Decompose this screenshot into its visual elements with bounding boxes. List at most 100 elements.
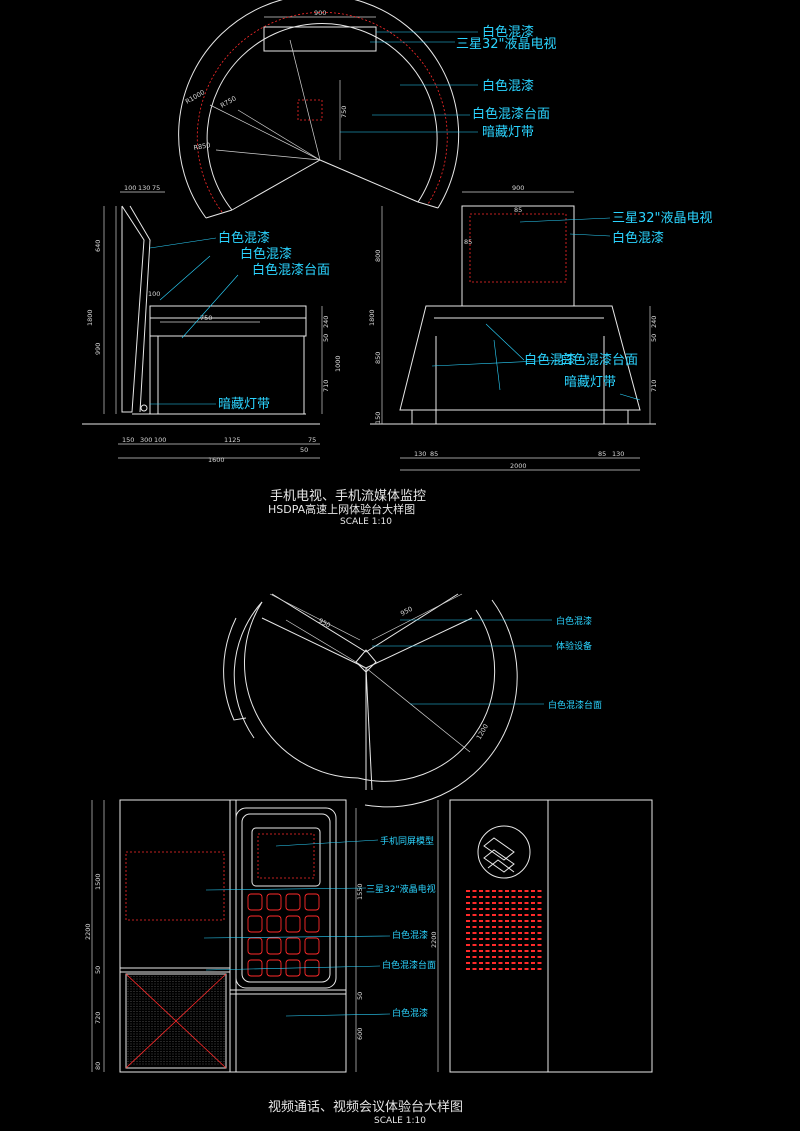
vent-dot: [531, 932, 535, 934]
vent-dot: [518, 902, 522, 904]
vent-dot: [466, 908, 470, 910]
vent-dot: [537, 956, 542, 958]
label-white-paint-1: 白色混漆: [482, 24, 534, 40]
vent-dot: [498, 896, 503, 898]
dim-100-mid: 100: [148, 290, 160, 298]
vent-dot: [498, 914, 503, 916]
vent-dot: [466, 950, 470, 952]
vent-dot: [524, 962, 529, 964]
dim-2200-right: 2200: [430, 931, 438, 948]
vent-dot: [498, 950, 503, 952]
vent-dot: [485, 956, 490, 958]
vent-dot: [537, 950, 542, 952]
vent-dot: [505, 938, 509, 940]
keypad-key: [266, 915, 282, 933]
vent-dot: [531, 956, 535, 958]
vent-dot: [518, 962, 522, 964]
keypad-key: [285, 893, 301, 911]
vent-dot: [511, 962, 516, 964]
vent-dot: [479, 962, 483, 964]
vent-dot: [472, 914, 477, 916]
vent-dot: [492, 896, 496, 898]
vent-dot: [518, 932, 522, 934]
counter-front: [399, 305, 641, 411]
vent-dot: [505, 950, 509, 952]
vent-dot: [537, 896, 542, 898]
vent-dot: [531, 890, 535, 892]
vent-dot: [485, 944, 490, 946]
vent-dot: [511, 932, 516, 934]
vent-dot: [466, 938, 470, 940]
vent-dot: [531, 962, 535, 964]
vent-dot: [505, 956, 509, 958]
vent-dot: [485, 950, 490, 952]
label-phone-model: 手机同屏模型: [380, 835, 434, 847]
vent-dot: [498, 938, 503, 940]
dim-r850: R850: [193, 141, 211, 152]
vent-dot: [531, 908, 535, 910]
vent-dot: [537, 944, 542, 946]
label-light-strip-1: 暗藏灯带: [482, 125, 534, 140]
vent-dot: [492, 968, 496, 970]
dim-85-tv-left: 85: [464, 238, 472, 246]
scale-bottom: SCALE 1:10: [374, 1116, 426, 1126]
vent-dot: [505, 914, 509, 916]
dim-130-right: 130: [612, 450, 624, 458]
vent-dot: [498, 926, 503, 928]
vent-dot: [505, 908, 509, 910]
vent-dot: [524, 932, 529, 934]
label-tv-b: 三星32"液晶电视: [366, 883, 436, 895]
side-panel: [449, 799, 653, 1073]
dim-300: 300: [140, 436, 152, 444]
keypad-key: [266, 959, 282, 977]
scale-top: SCALE 1:10: [340, 517, 392, 527]
vent-dot: [479, 902, 483, 904]
title-top-1: 手机电视、手机流媒体监控: [270, 489, 426, 504]
vent-dot: [511, 926, 516, 928]
vent-dot: [466, 890, 470, 892]
vent-dot: [466, 926, 470, 928]
hatch-panel: [127, 976, 225, 1066]
vent-dot: [492, 962, 496, 964]
vent-dot: [537, 938, 542, 940]
vent-dot: [466, 914, 470, 916]
dim-80: 80: [94, 1062, 102, 1070]
vent-dot: [524, 944, 529, 946]
vent-dot: [505, 962, 509, 964]
vent-dot: [524, 890, 529, 892]
vent-dot: [498, 902, 503, 904]
vent-dot: [537, 932, 542, 934]
vent-dot: [492, 956, 496, 958]
vent-dot: [505, 896, 509, 898]
vent-dot: [472, 938, 477, 940]
vent-dot: [524, 914, 529, 916]
vent-dot: [479, 926, 483, 928]
phone-model: [235, 807, 337, 989]
dim-85-left: 85: [430, 450, 438, 458]
vent-dot: [492, 932, 496, 934]
vent-dot: [505, 944, 509, 946]
fan-outer-arc: [178, 0, 460, 219]
keypad-key: [304, 937, 320, 955]
keypad-key: [304, 893, 320, 911]
vent-dot: [479, 938, 483, 940]
vent-dot: [485, 920, 490, 922]
keypad-key: [266, 893, 282, 911]
dim-85-tv: 85: [514, 206, 522, 214]
vent-dot: [498, 962, 503, 964]
vent-dot: [492, 920, 496, 922]
dim-75-bottom: 75: [308, 436, 316, 444]
vent-dot: [531, 944, 535, 946]
vent-dot: [485, 902, 490, 904]
cabinet-front: [119, 799, 347, 1073]
vent-dot: [492, 902, 496, 904]
vent-dot: [537, 920, 542, 922]
vent-dot: [485, 962, 490, 964]
vent-dot: [466, 896, 470, 898]
vent-dot: [485, 938, 490, 940]
vent-dot: [531, 896, 535, 898]
dim-85-right: 85: [598, 450, 606, 458]
bottom-plan-view: 950 950 1200 白色混漆 体验设备 白色混漆台面: [223, 593, 602, 808]
vent-dot: [492, 938, 496, 940]
label-white-paint-b1: 白色混漆: [556, 615, 592, 627]
